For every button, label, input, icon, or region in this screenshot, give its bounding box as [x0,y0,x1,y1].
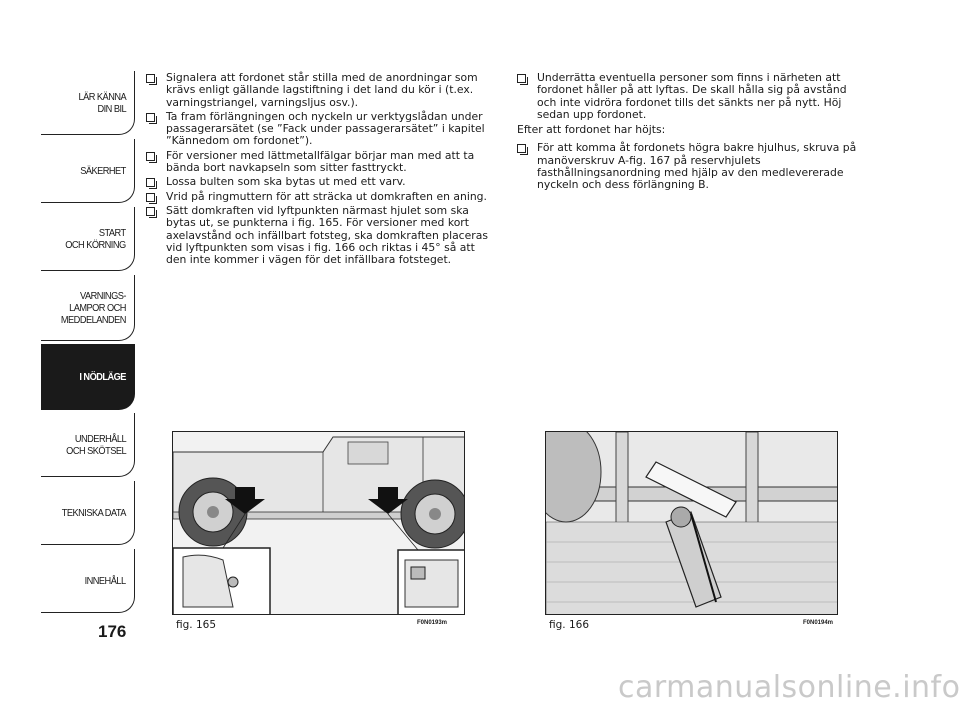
checkbox-bullet-icon [146,151,157,163]
checkbox-bullet-icon [146,112,157,124]
tab-sakerhet[interactable]: SÄKERHET [41,139,135,203]
checkbox-bullet-icon [146,206,157,218]
figure-166-jack-under-vehicle [545,431,838,615]
figure-caption: fig. 165 [176,619,216,631]
page-number: 176 [98,622,127,641]
list-item: För att komma åt fordonets högra bakre h… [517,142,862,191]
checkbox-bullet-icon [146,74,157,85]
left-text-column: Signalera att fordonet står stilla med d… [146,71,492,268]
figure-code: F0N0193m [417,620,448,626]
list-item: Signalera att fordonet står stilla med d… [146,71,492,109]
list-item: För versioner med lättmetallfälgar börja… [146,149,492,175]
figure-165-van-jacking-points [172,431,465,615]
list-item: Underrätta eventuella personer som finns… [517,71,862,121]
figure-code: F0N0194m [803,620,834,626]
list-item: Lossa bulten som ska bytas ut med ett va… [146,176,492,190]
chapter-sidebar: LÄR KÄNNA DIN BIL SÄKERHET START OCH KÖR… [41,71,135,616]
jack-illustration [546,432,837,614]
checkbox-bullet-icon [146,178,157,190]
checkbox-bullet-icon [517,144,528,156]
tab-innehall[interactable]: INNEHÅLL [41,549,135,613]
figure-caption: fig. 166 [549,619,589,631]
checkbox-bullet-icon [517,74,528,85]
tab-tekniska-data[interactable]: TEKNISKA DATA [41,481,135,545]
list-item: Ta fram förlängningen och nyckeln ur ver… [146,110,492,148]
right-text-column: Underrätta eventuella personer som finns… [517,71,862,194]
tab-i-nodlage[interactable]: I NÖDLÄGE [41,344,135,410]
tab-start-och-korning[interactable]: START OCH KÖRNING [41,207,135,271]
watermark: carmanualsonline.info [618,670,960,705]
list-item: Vrid på ringmuttern för att sträcka ut d… [146,190,492,204]
van-side-illustration [173,432,464,614]
tab-lar-kanna-din-bil[interactable]: LÄR KÄNNA DIN BIL [41,71,135,135]
tab-varningslampor[interactable]: VARNINGS- LAMPOR OCH MEDDELANDEN [41,275,135,341]
tab-underhall-och-skotsel[interactable]: UNDERHÅLL OCH SKÖTSEL [41,413,135,477]
list-item: Sätt domkraften vid lyftpunkten närmast … [146,204,492,266]
paragraph: Efter att fordonet har höjts: [517,123,666,137]
checkbox-bullet-icon [146,192,157,204]
